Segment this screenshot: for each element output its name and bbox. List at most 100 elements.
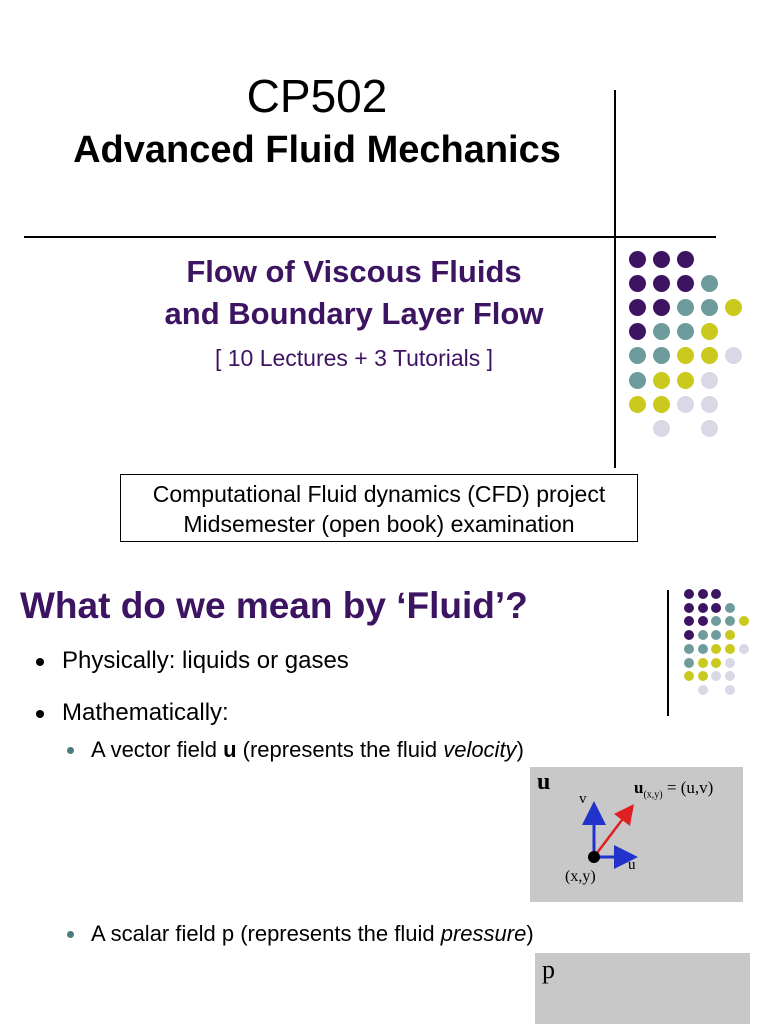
decorative-dot (711, 643, 722, 654)
scalar-field-figure: p (535, 953, 750, 1024)
bullet-text: Physically: liquids or gases (62, 647, 349, 674)
assessment-line-1: Computational Fluid dynamics (CFD) proje… (152, 481, 606, 507)
decorative-dot (701, 347, 719, 365)
decorative-dot (725, 298, 743, 316)
decorative-dot (725, 684, 736, 695)
origin-point (588, 851, 600, 863)
eq-symbol: u (634, 778, 644, 797)
decorative-dot (684, 616, 694, 627)
decorative-dot (697, 671, 708, 682)
slide-title: What do we mean by ‘Fluid’? (20, 585, 528, 626)
assessment-line-2: Midsemester (open book) examination (183, 511, 575, 537)
course-code: CP502 (246, 70, 388, 122)
figure-label: u (537, 769, 551, 795)
decorative-dot (628, 371, 646, 389)
decorative-dot (701, 274, 719, 292)
decorative-dot (652, 347, 670, 365)
vertical-divider (614, 90, 616, 468)
decorative-dot (711, 657, 722, 668)
text: A scalar field p (represents the fluid (91, 921, 441, 946)
decorative-dot (725, 643, 736, 654)
decorative-dot (701, 395, 719, 413)
decorative-dot (676, 274, 694, 292)
horizontal-divider (24, 236, 716, 238)
decorative-dot (676, 250, 694, 268)
decorative-dot (725, 671, 736, 682)
bullet-dot-icon (36, 710, 44, 718)
decorative-dot (684, 602, 694, 613)
decorative-dot (725, 602, 736, 613)
text: ) (516, 737, 524, 762)
decorative-dot (684, 657, 694, 668)
bullet-physically: Physically: liquids or gases (36, 646, 349, 676)
axis-v-label: v (579, 791, 587, 807)
decorative-dot (676, 395, 694, 413)
vertical-divider-2 (667, 590, 669, 716)
decorative-dot (697, 589, 708, 599)
decorative-dot (628, 323, 646, 341)
decorative-dot (701, 419, 719, 437)
decorative-dot (684, 643, 694, 654)
decorative-dot (711, 602, 722, 613)
velocity-arrow (593, 804, 635, 858)
decorative-dot (711, 616, 722, 627)
decorative-dot (697, 643, 708, 654)
decorative-dot (725, 657, 736, 668)
decorative-dot (628, 347, 646, 365)
decorative-dot (628, 395, 646, 413)
decorative-dot (697, 684, 708, 695)
decorative-dot (628, 250, 646, 268)
bullet-dot-icon (36, 658, 44, 666)
decorative-dot (697, 657, 708, 668)
course-name: Advanced Fluid Mechanics (73, 129, 561, 171)
decorative-dot (652, 274, 670, 292)
sub-bullet-dot-icon (67, 747, 74, 754)
decorative-dot (711, 589, 722, 599)
decorative-dot (652, 323, 670, 341)
emphasis: velocity (443, 737, 517, 762)
decorative-dot (697, 630, 708, 641)
decorative-dot (738, 643, 749, 654)
text: A vector field (91, 737, 224, 762)
eq-rest: = (u,v) (666, 778, 714, 797)
decorative-dot (701, 298, 719, 316)
decorative-dot (628, 274, 646, 292)
figure-label: p (542, 955, 555, 984)
decorative-dot (676, 298, 694, 316)
vector-symbol: u (223, 737, 237, 762)
decorative-dot (652, 419, 670, 437)
sub-bullet-vector: A vector field u (represents the fluid v… (67, 736, 524, 764)
decorative-dot (628, 298, 646, 316)
vector-field-figure: u u(x,y) = (u,v) v u (x,y) (530, 767, 743, 902)
decorative-dot (697, 602, 708, 613)
text: ) (526, 921, 534, 946)
subtitle-line-2: and Boundary Layer Flow (164, 296, 544, 331)
decorative-dot (684, 671, 694, 682)
figure-equation: u(x,y) = (u,v) (634, 778, 713, 800)
decorative-dot (725, 616, 736, 627)
decorative-dot (684, 630, 694, 641)
decorative-dot (676, 371, 694, 389)
decorative-dot (684, 589, 694, 599)
decorative-dot (711, 630, 722, 641)
bullet-mathematically: Mathematically: (36, 698, 229, 728)
decorative-dot (711, 671, 722, 682)
origin-label: (x,y) (565, 868, 596, 885)
decorative-dot (676, 323, 694, 341)
bullet-text: Mathematically: (62, 699, 229, 726)
eq-subscript: (x,y) (643, 789, 663, 801)
vector-diagram (582, 801, 638, 869)
emphasis: pressure (440, 921, 527, 946)
subtitle-line-1: Flow of Viscous Fluids (186, 254, 522, 289)
decorative-dot (725, 630, 736, 641)
decorative-dot (701, 371, 719, 389)
decorative-dot (652, 395, 670, 413)
decorative-dot (676, 347, 694, 365)
text: (represents the fluid (236, 737, 444, 762)
decorative-dot (697, 616, 708, 627)
decorative-dot (652, 371, 670, 389)
decorative-dot (725, 347, 743, 365)
assessment-box: Computational Fluid dynamics (CFD) proje… (120, 474, 638, 542)
decorative-dot (738, 616, 749, 627)
sub-bullet-dot-icon (67, 931, 74, 938)
